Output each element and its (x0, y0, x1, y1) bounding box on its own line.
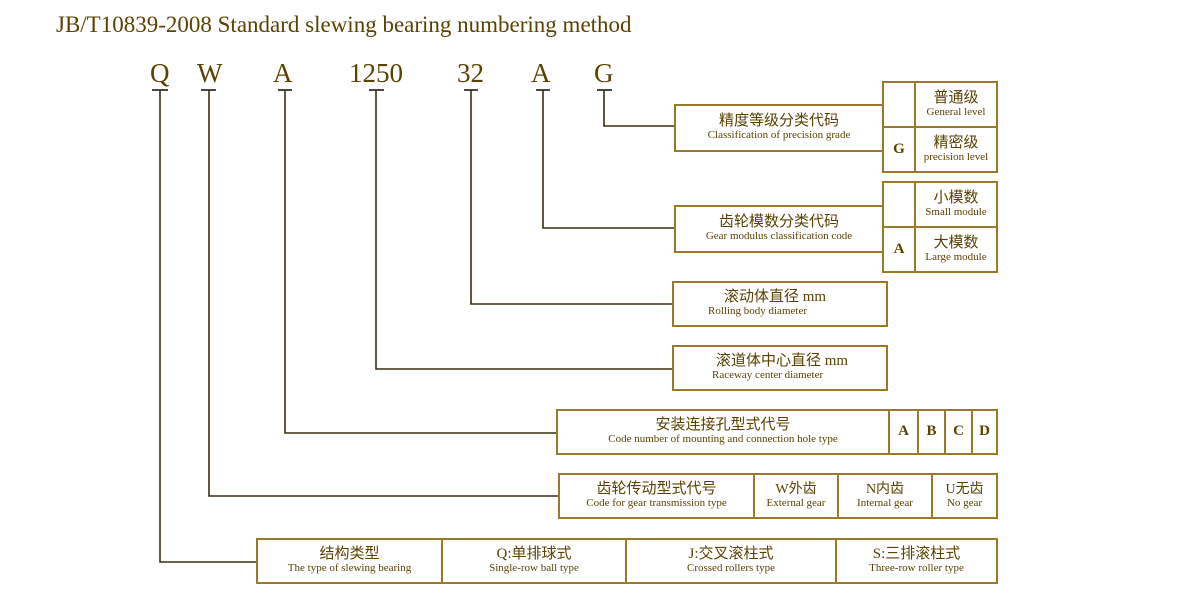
structure-type-en: The type of slewing bearing (287, 562, 412, 575)
module-large: 大模数 Large module (914, 226, 998, 273)
connector-a-module (542, 90, 676, 229)
precision-code-g: G (882, 126, 916, 173)
code-letter-a-module: A (531, 58, 551, 88)
connector-q (159, 90, 258, 563)
gear-modulus-en: Gear modulus classification code (705, 230, 853, 243)
module-small: 小模数 Small module (914, 181, 998, 228)
code-letter-a-hole: A (273, 58, 293, 88)
raceway-zh: 滚道体中心直径 mm (716, 353, 849, 370)
gear-modulus-box: 齿轮模数分类代码 Gear modulus classification cod… (674, 205, 884, 253)
raceway-en: Raceway center diameter (712, 369, 824, 382)
mounting-hole-zh: 安装连接孔型式代号 (655, 417, 791, 434)
code-letter-w: W (197, 58, 223, 88)
rolling-body-zh: 滚动体直径 mm (724, 289, 827, 306)
code-number-1250: 1250 (349, 58, 403, 88)
structure-three-row-roller: S:三排滚柱式 Three-row roller type (835, 538, 998, 584)
precision-precision-level: 精密级 precision level (914, 126, 998, 173)
rolling-body-en: Rolling body diameter (708, 305, 807, 318)
structure-crossed-rollers: J:交叉滚柱式 Crossed rollers type (625, 538, 837, 584)
connector-a-hole (284, 90, 558, 434)
connector-32 (470, 90, 674, 305)
structure-single-row-ball: Q:单排球式 Single-row ball type (441, 538, 627, 584)
structure-type-box: 结构类型 The type of slewing bearing (256, 538, 443, 584)
rolling-body-box: 滚动体直径 mm Rolling body diameter (672, 281, 888, 327)
mounting-option-c: C (944, 409, 973, 455)
gear-internal: N内齿 Internal gear (837, 473, 933, 519)
gear-transmission-en: Code for gear transmission type (586, 497, 727, 510)
gear-transmission-zh: 齿轮传动型式代号 (596, 481, 717, 498)
gear-none: U无齿 No gear (931, 473, 998, 519)
precision-code-general (882, 81, 916, 128)
precision-grade-box: 精度等级分类代码 Classification of precision gra… (674, 104, 884, 152)
gear-modulus-zh: 齿轮模数分类代码 (718, 214, 839, 231)
gear-external: W外齿 External gear (753, 473, 839, 519)
mounting-hole-box: 安装连接孔型式代号 Code number of mounting and co… (556, 409, 890, 455)
code-number-32: 32 (457, 58, 484, 88)
structure-type-zh: 结构类型 (319, 546, 380, 563)
mounting-option-d: D (971, 409, 998, 455)
precision-grade-en: Classification of precision grade (707, 129, 851, 142)
connector-w (208, 90, 560, 497)
mounting-option-a: A (888, 409, 919, 455)
code-letter-q: Q (150, 58, 170, 88)
code-letter-g: G (594, 58, 614, 88)
module-code-a: A (882, 226, 916, 273)
mounting-option-b: B (917, 409, 946, 455)
module-code-small (882, 181, 916, 228)
connector-1250 (375, 90, 674, 370)
raceway-box: 滚道体中心直径 mm Raceway center diameter (672, 345, 888, 391)
precision-grade-zh: 精度等级分类代码 (718, 113, 839, 130)
mounting-hole-en: Code number of mounting and connection h… (608, 433, 838, 446)
page-title: JB/T10839-2008 Standard slewing bearing … (56, 12, 632, 37)
precision-general-level: 普通级 General level (914, 81, 998, 128)
gear-transmission-box: 齿轮传动型式代号 Code for gear transmission type (558, 473, 755, 519)
connector-g (603, 90, 676, 127)
